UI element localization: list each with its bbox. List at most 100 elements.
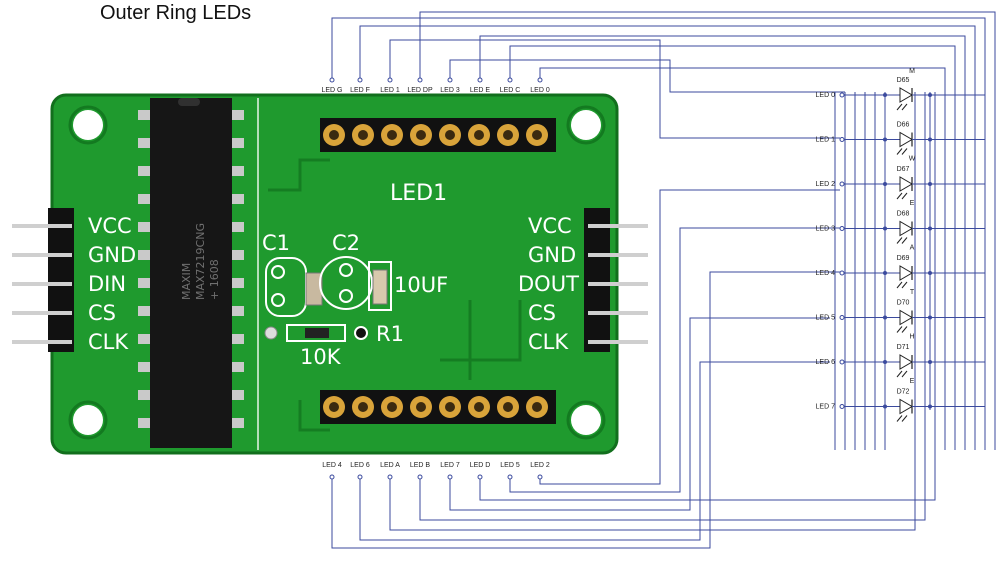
tie-point [507, 77, 513, 83]
led-net-label: LED 0 [816, 92, 836, 99]
top-header-label: LED C [500, 87, 521, 94]
wire [539, 67, 946, 450]
mount-hole [571, 110, 601, 140]
led-segment-letter: W [909, 156, 916, 163]
chip-text-brand: MAXIM [180, 263, 193, 300]
diagram-title: Outer Ring LEDs [100, 2, 252, 24]
wire [449, 317, 830, 511]
pin-label-dout: DOUT [518, 272, 579, 296]
right-pin-header [584, 208, 648, 352]
pin-label-clk: CLK [528, 330, 569, 354]
led-ref: D69 [897, 255, 910, 262]
chip-pin [232, 222, 244, 232]
tie-point [357, 474, 363, 480]
chip-pin [138, 138, 150, 148]
header-pin [588, 282, 648, 286]
bottom-header-label: LED 5 [500, 462, 520, 469]
chip-pin [138, 362, 150, 372]
pin-label-din: DIN [88, 272, 126, 296]
bottom-header-label: LED 4 [322, 462, 342, 469]
wire [389, 39, 840, 139]
bottom-header-label: LED 2 [530, 462, 550, 469]
pin-label-gnd: GND [528, 243, 576, 267]
chip-pin [232, 138, 244, 148]
bottom-header-label: LED 6 [350, 462, 370, 469]
wire [389, 450, 916, 531]
resistor-r1: R1 10K [264, 322, 404, 369]
header-pin [12, 224, 72, 228]
wire [419, 11, 996, 450]
pin-label-cs: CS [528, 301, 556, 325]
chip-pin [138, 334, 150, 344]
bottom-header-label: LED B [410, 462, 431, 469]
chip-pin [138, 166, 150, 176]
max7219-chip: MAXIM MAX7219CNG + 1608 [138, 98, 244, 448]
tie-point [477, 474, 483, 480]
chip-pin [232, 362, 244, 372]
tie-point [447, 77, 453, 83]
led-ref: D65 [897, 77, 910, 84]
chip-text-part: MAX7219CNG [194, 223, 207, 300]
mount-hole [73, 405, 103, 435]
top-header-label: LED E [470, 87, 491, 94]
chip-pin [138, 194, 150, 204]
capacitor-c1: C1 [262, 231, 323, 317]
chip-pin [232, 278, 244, 288]
led-net-label: LED 5 [816, 315, 836, 322]
led-net-label: LED 4 [816, 270, 836, 277]
mount-hole [73, 110, 103, 140]
top-header-label: LED 3 [440, 87, 460, 94]
bottom-header-label: LED D [470, 462, 491, 469]
wire [331, 271, 840, 549]
max7219-module: MAXIM MAX7219CNG + 1608 VCC GND DIN [12, 93, 648, 455]
c2-label: C2 [332, 231, 360, 255]
chip-pin [138, 250, 150, 260]
tie-point [387, 474, 393, 480]
tie-point [329, 474, 335, 480]
header-pin [12, 340, 72, 344]
top-led-socket [320, 118, 556, 152]
chip-pin [138, 306, 150, 316]
bottom-header-label: LED 7 [440, 462, 460, 469]
header-pin [588, 253, 648, 257]
chip-text-date: + 1608 [208, 259, 221, 300]
led-segment-letter: E [910, 378, 915, 385]
led-segment-letter: E [910, 200, 915, 207]
tie-point [507, 474, 513, 480]
chip-pin [138, 110, 150, 120]
top-header-label: LED F [350, 87, 370, 94]
c1-label: C1 [262, 231, 290, 255]
header-pin [12, 253, 72, 257]
led-net-label: LED 6 [816, 359, 836, 366]
led-net-label: LED 3 [816, 226, 836, 233]
tie-point [417, 474, 423, 480]
tie-point [477, 77, 483, 83]
chip-pin [232, 306, 244, 316]
tie-point [329, 77, 335, 83]
led-ref: D67 [897, 166, 910, 173]
r1-label: R1 [376, 322, 404, 346]
chip-pin [232, 110, 244, 120]
led-ref: D68 [897, 211, 910, 218]
top-header-label: LED G [321, 87, 342, 94]
left-pin-labels: VCC GND DIN CS CLK [88, 214, 136, 354]
header-pin [588, 340, 648, 344]
wire [359, 361, 830, 541]
module-label: LED1 [390, 181, 447, 206]
tie-point [537, 77, 543, 83]
top-header-label: LED DP [407, 87, 433, 94]
wire [419, 450, 926, 521]
tie-point [447, 474, 453, 480]
wire [509, 45, 956, 450]
